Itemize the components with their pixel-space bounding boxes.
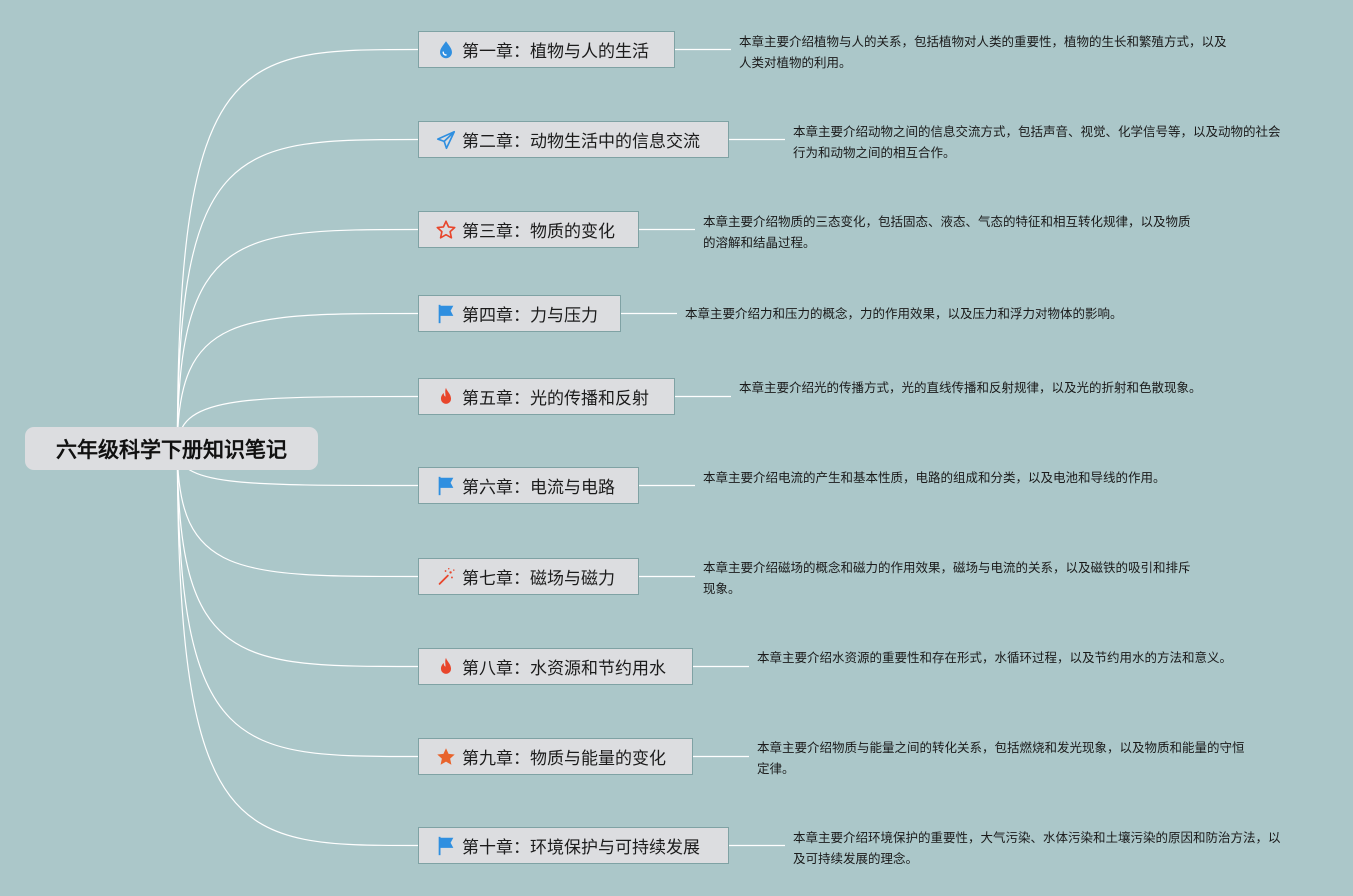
chapter-label: 第三章：物质的变化: [462, 222, 615, 242]
chapter-node-9[interactable]: 第九章：物质与能量的变化: [418, 738, 693, 775]
paper-plane-icon: [435, 129, 457, 151]
connector-to-chapter-3: [176, 228, 419, 449]
chapter-label: 第六章：电流与电路: [462, 478, 615, 498]
chapter-description-6: 本章主要介绍电流的产生和基本性质，电路的组成和分类，以及电池和导线的作用。: [703, 470, 1166, 485]
connector-to-chapter-7: [176, 448, 419, 578]
fire-icon: [435, 386, 457, 408]
chapter-node-6[interactable]: 第六章：电流与电路: [418, 467, 639, 504]
root-topic[interactable]: 六年级科学下册知识笔记: [25, 427, 318, 470]
chapter-label: 第二章：动物生活中的信息交流: [462, 132, 700, 152]
chapter-label: 第五章：光的传播和反射: [462, 389, 649, 409]
chapter-label: 第四章：力与压力: [462, 306, 598, 326]
chapter-description-2: 本章主要介绍动物之间的信息交流方式，包括声音、视觉、化学信号等，以及动物的社会行…: [793, 124, 1281, 160]
chapter-description-10: 本章主要介绍环境保护的重要性，大气污染、水体污染和土壤污染的原因和防治方法，以及…: [793, 830, 1281, 866]
connector-to-chapter-2: [176, 138, 419, 449]
connector-to-chapter-9: [176, 448, 419, 758]
connector-to-chapter-8: [176, 448, 419, 668]
flag-icon: [435, 303, 457, 325]
chapter-node-10[interactable]: 第十章：环境保护与可持续发展: [418, 827, 729, 864]
chapter-label: 第一章：植物与人的生活: [462, 42, 649, 62]
fire-icon: [435, 656, 457, 678]
chapter-node-8[interactable]: 第八章：水资源和节约用水: [418, 648, 693, 685]
root-topic-label: 六年级科学下册知识笔记: [56, 437, 287, 462]
chapter-label: 第十章：环境保护与可持续发展: [462, 838, 700, 858]
chapter-label: 第九章：物质与能量的变化: [462, 749, 666, 769]
connector-to-chapter-4: [176, 312, 419, 449]
flag-icon: [435, 835, 457, 857]
chapter-description-4: 本章主要介绍力和压力的概念，力的作用效果，以及压力和浮力对物体的影响。: [685, 306, 1123, 321]
chapter-node-7[interactable]: 第七章：磁场与磁力: [418, 558, 639, 595]
water-drop-icon: [435, 39, 457, 61]
chapter-node-5[interactable]: 第五章：光的传播和反射: [418, 378, 675, 415]
star-filled-icon: [435, 746, 457, 768]
chapter-node-2[interactable]: 第二章：动物生活中的信息交流: [418, 121, 729, 158]
chapter-node-4[interactable]: 第四章：力与压力: [418, 295, 621, 332]
flag-icon: [435, 475, 457, 497]
chapter-label: 第七章：磁场与磁力: [462, 569, 615, 589]
chapter-label: 第八章：水资源和节约用水: [462, 659, 666, 679]
connector-to-chapter-10: [176, 448, 419, 847]
connector-to-chapter-1: [176, 48, 419, 449]
chapter-node-1[interactable]: 第一章：植物与人的生活: [418, 31, 675, 68]
chapter-description-5: 本章主要介绍光的传播方式，光的直线传播和反射规律，以及光的折射和色散现象。: [739, 380, 1202, 395]
chapter-description-1: 本章主要介绍植物与人的关系，包括植物对人类的重要性，植物的生长和繁殖方式，以及人…: [739, 34, 1227, 70]
chapter-description-8: 本章主要介绍水资源的重要性和存在形式，水循环过程，以及节约用水的方法和意义。: [757, 650, 1233, 665]
magic-wand-icon: [435, 566, 457, 588]
chapter-description-3: 本章主要介绍物质的三态变化，包括固态、液态、气态的特征和相互转化规律，以及物质的…: [703, 214, 1191, 250]
chapter-description-7: 本章主要介绍磁场的概念和磁力的作用效果，磁场与电流的关系，以及磁铁的吸引和排斥现…: [703, 560, 1191, 596]
star-outline-icon: [435, 219, 457, 241]
chapter-description-9: 本章主要介绍物质与能量之间的转化关系，包括燃烧和发光现象，以及物质和能量的守恒定…: [757, 740, 1245, 776]
chapter-node-3[interactable]: 第三章：物质的变化: [418, 211, 639, 248]
